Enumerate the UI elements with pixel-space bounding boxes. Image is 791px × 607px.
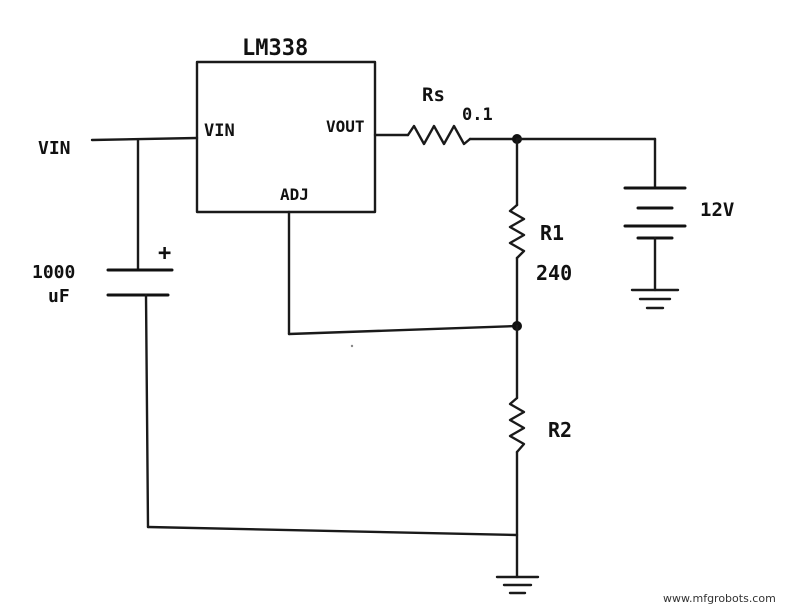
regulator-name: LM338 <box>242 36 308 61</box>
battery-ground-icon <box>630 288 680 310</box>
ground-icon <box>495 575 540 595</box>
watermark: www.mfgrobots.com <box>663 592 776 605</box>
resistor-r1 <box>508 203 526 260</box>
r1-name-label: R1 <box>540 221 564 245</box>
rs-name-label: Rs <box>422 84 445 106</box>
input-voltage-label: VIN <box>38 138 71 159</box>
pin-adj-label: ADJ <box>280 185 309 204</box>
bottom-return-wire <box>146 525 519 537</box>
r2-name-label: R2 <box>548 418 572 442</box>
resistor-r2 <box>508 396 526 454</box>
capacitor-bottom-wire <box>144 293 150 529</box>
sense-resistor-rs <box>406 124 472 146</box>
r1-value-label: 240 <box>536 261 572 285</box>
pin-vout-label: VOUT <box>326 117 365 136</box>
paper-speck <box>350 344 354 348</box>
adj-to-node-wire <box>287 324 519 336</box>
capacitor-polarity-sign: + <box>158 241 171 266</box>
battery-voltage-label: 12V <box>700 199 734 221</box>
capacitor-value-line2: uF <box>48 286 70 307</box>
input-wire <box>90 136 199 142</box>
pin-vin-label: VIN <box>204 121 235 141</box>
rs-value-label: 0.1 <box>462 105 493 125</box>
capacitor-value-line1: 1000 <box>32 262 75 283</box>
